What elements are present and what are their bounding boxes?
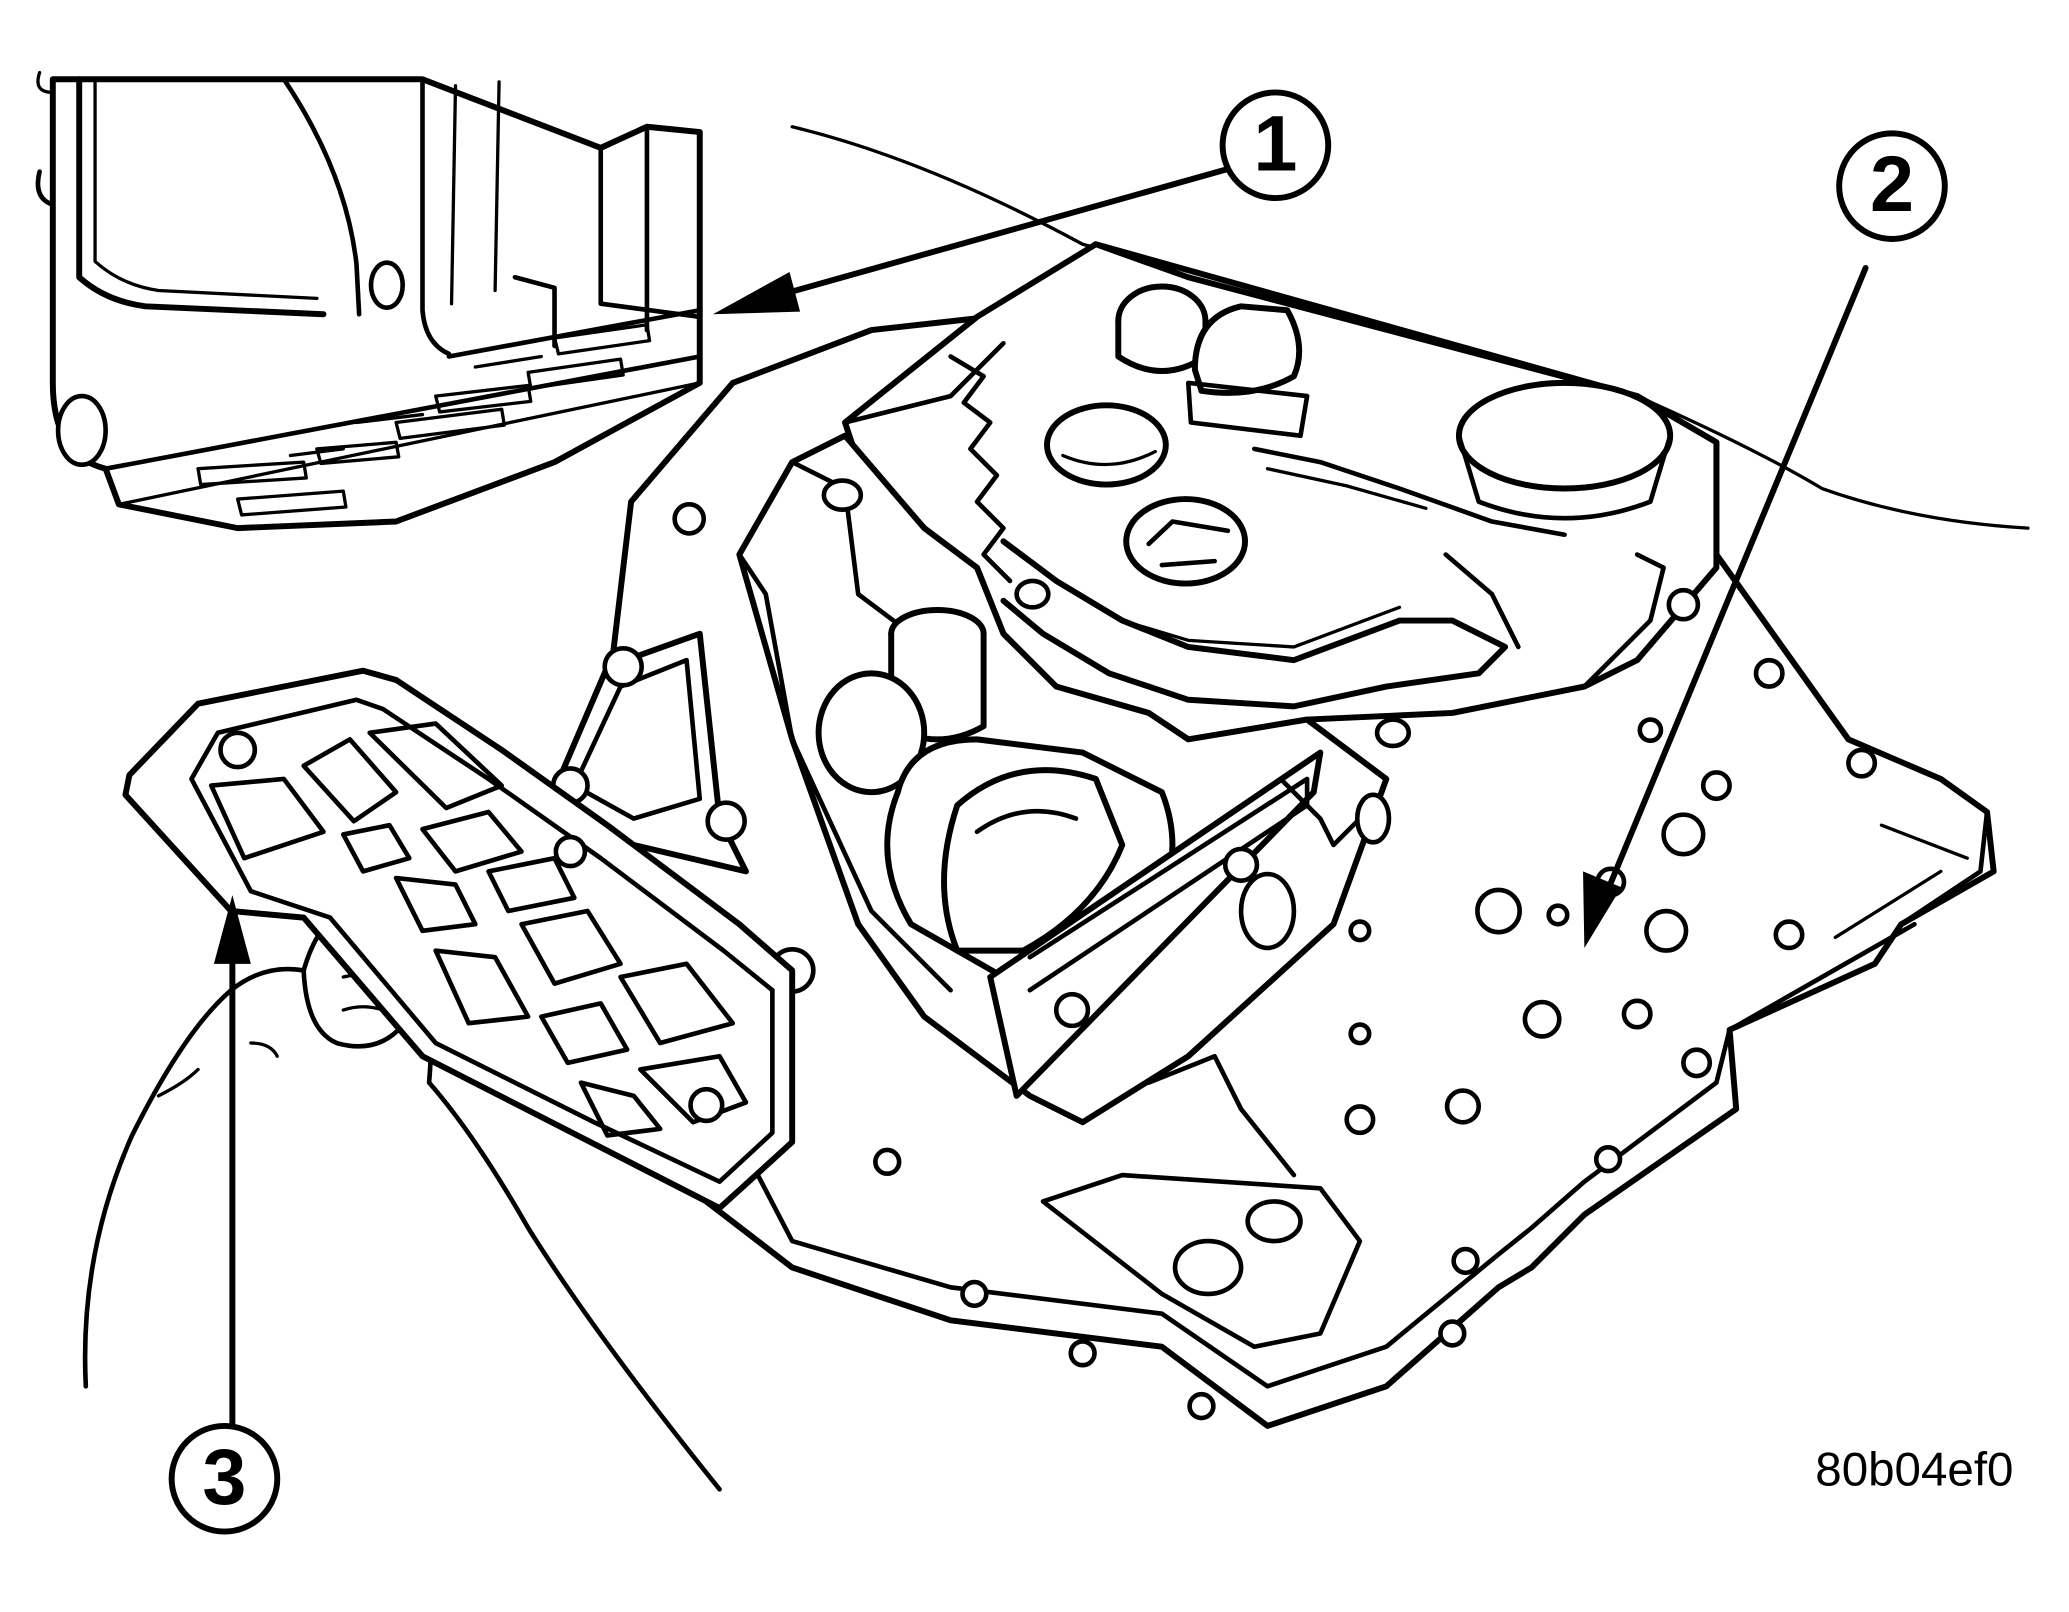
callout-2-arrow [1603,265,1869,896]
gasket [122,667,796,1212]
callout-1-arrowhead [712,271,801,315]
callout-1-circle [1219,89,1332,202]
callout-2-circle [1836,130,1948,242]
surface-line [790,125,2030,530]
callout-2-number: 2 [1870,139,1914,228]
callout-arrows [213,166,1869,1429]
transmission-case [35,70,703,532]
callout-3-circle [168,1422,281,1535]
callout-2: 2 [1836,130,1948,242]
callout-3-arrowhead [213,895,251,964]
callout-1-arrow [769,166,1231,301]
plate-holes [672,502,1878,1421]
figure-code: 80b04ef0 [1815,1443,2013,1496]
valve-body [544,241,1997,1429]
callout-2-arrowhead [1583,871,1622,948]
callout-3-number: 3 [202,1432,246,1521]
callout-3: 3 [168,1422,281,1535]
callout-1-number: 1 [1253,98,1297,187]
callout-1: 1 [1219,89,1332,202]
